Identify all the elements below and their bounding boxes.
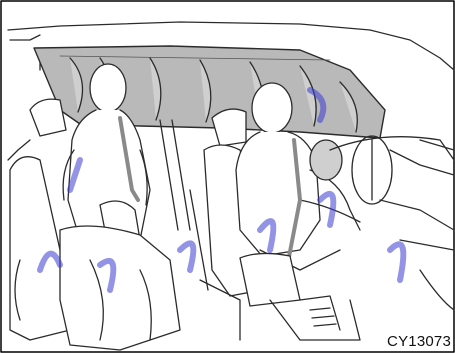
front-airbag-icon <box>310 140 342 180</box>
figure-code: CY13073 <box>387 333 451 350</box>
steering-wheel <box>352 136 392 204</box>
